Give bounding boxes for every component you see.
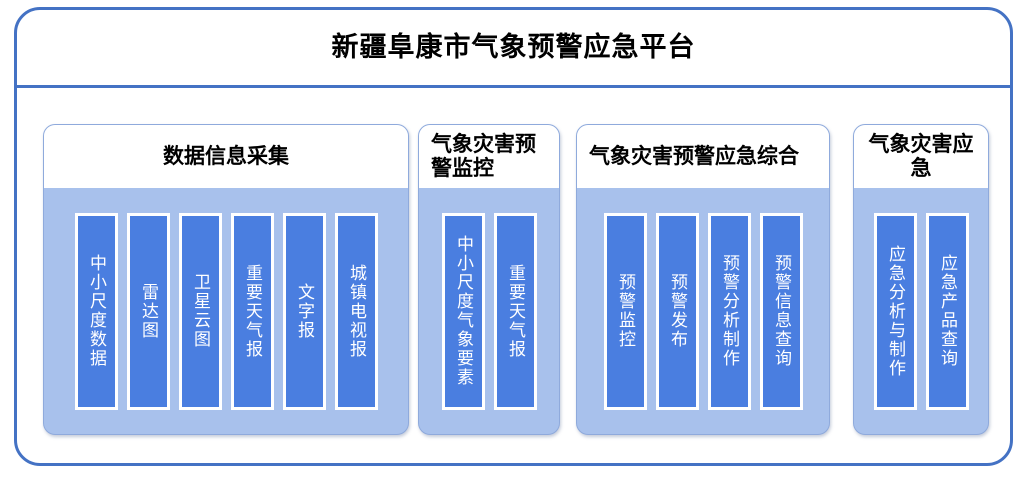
module-box[interactable]: 文字报 <box>282 212 326 410</box>
module-label: 城镇电视报 <box>346 263 367 359</box>
module-label: 文字报 <box>294 282 315 340</box>
group-body-disaster-emergency: 应急分析与制作 应急产品查询 <box>854 188 988 434</box>
group-header-data-collection: 数据信息采集 <box>44 125 408 188</box>
platform-title-bar: 新疆阜康市气象预警应急平台 <box>17 10 1010 88</box>
module-box[interactable]: 卫星云图 <box>178 212 222 410</box>
module-label: 卫星云图 <box>190 273 211 349</box>
module-label: 预警监控 <box>615 273 636 349</box>
group-header-disaster-emergency: 气象灾害应急 <box>854 125 988 188</box>
group-body-data-collection: 中小尺度数据 雷达图 卫星云图 重要天气报 文字报 城镇电视报 <box>44 188 408 434</box>
group-header-disaster-warning-monitor: 气象灾害预警监控 <box>419 125 559 188</box>
module-box[interactable]: 预警发布 <box>655 212 699 410</box>
module-box[interactable]: 应急分析与制作 <box>873 212 917 410</box>
module-box[interactable]: 重要天气报 <box>230 212 274 410</box>
group-title-disaster-emergency: 气象灾害应急 <box>868 131 974 180</box>
module-box[interactable]: 预警分析制作 <box>707 212 751 410</box>
group-panel-disaster-emergency[interactable]: 气象灾害应急应急分析与制作 应急产品查询 <box>853 124 989 435</box>
module-label: 预警分析制作 <box>719 254 740 368</box>
module-box[interactable]: 中小尺度数据 <box>74 212 118 410</box>
group-panel-disaster-warning-monitor[interactable]: 气象灾害预警监控中小尺度气象要素 重要天气报 <box>418 124 560 435</box>
group-panel-data-collection[interactable]: 数据信息采集中小尺度数据 雷达图 卫星云图 重要天气报 文字报 城镇电视报 <box>43 124 409 435</box>
module-box[interactable]: 城镇电视报 <box>334 212 378 410</box>
group-body-warning-emergency-integrated: 预警监控 预警发布 预警分析制作 预警信息查询 <box>577 188 829 434</box>
module-label: 应急产品查询 <box>937 254 958 368</box>
module-label: 预警信息查询 <box>771 254 792 368</box>
group-title-data-collection: 数据信息采集 <box>163 143 289 168</box>
groups-row: 数据信息采集中小尺度数据 雷达图 卫星云图 重要天气报 文字报 城镇电视报 气象灾害预警监控… <box>17 88 1010 463</box>
platform-frame: 新疆阜康市气象预警应急平台 数据信息采集中小尺度数据 雷达图 卫星云图 重要天气报 文字… <box>14 7 1013 466</box>
module-box[interactable]: 中小尺度气象要素 <box>441 212 485 410</box>
group-header-warning-emergency-integrated: 气象灾害预警应急综合 <box>577 125 829 188</box>
group-title-disaster-warning-monitor: 气象灾害预警监控 <box>431 131 536 180</box>
group-title-warning-emergency-integrated: 气象灾害预警应急综合 <box>589 143 799 168</box>
module-box[interactable]: 应急产品查询 <box>925 212 969 410</box>
group-body-disaster-warning-monitor: 中小尺度气象要素 重要天气报 <box>419 188 559 434</box>
module-label: 中小尺度数据 <box>86 254 107 368</box>
module-box[interactable]: 重要天气报 <box>493 212 537 410</box>
page-title: 新疆阜康市气象预警应急平台 <box>331 32 696 63</box>
module-label: 中小尺度气象要素 <box>453 235 474 387</box>
module-label: 重要天气报 <box>242 263 263 359</box>
module-box[interactable]: 预警信息查询 <box>759 212 803 410</box>
group-panel-warning-emergency-integrated[interactable]: 气象灾害预警应急综合预警监控 预警发布 预警分析制作 预警信息查询 <box>576 124 830 435</box>
module-label: 应急分析与制作 <box>885 244 906 378</box>
module-label: 预警发布 <box>667 273 688 349</box>
module-label: 重要天气报 <box>505 263 526 359</box>
module-box[interactable]: 预警监控 <box>603 212 647 410</box>
module-label: 雷达图 <box>138 282 159 340</box>
module-box[interactable]: 雷达图 <box>126 212 170 410</box>
